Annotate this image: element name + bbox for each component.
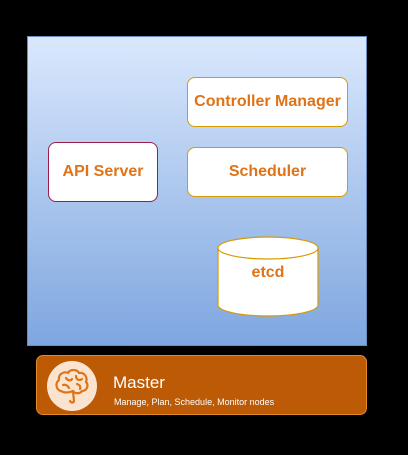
cylinder-shape xyxy=(217,236,319,317)
brain-icon xyxy=(47,361,97,411)
master-title: Master xyxy=(113,373,165,392)
master-subtitle: Manage, Plan, Schedule, Monitor nodes xyxy=(114,397,275,407)
controller-manager-box[interactable]: Controller Manager xyxy=(187,77,348,127)
etcd-cylinder[interactable]: etcd xyxy=(217,236,319,317)
scheduler-box[interactable]: Scheduler xyxy=(187,147,348,197)
master-node-bar[interactable]: Master Manage, Plan, Schedule, Monitor n… xyxy=(36,355,367,415)
api-server-box[interactable]: API Server xyxy=(48,142,158,202)
scheduler-label: Scheduler xyxy=(228,163,307,180)
etcd-label: etcd xyxy=(251,264,285,281)
master-components-panel: API Server Controller Manager Scheduler … xyxy=(27,36,367,346)
controller-manager-label: Controller Manager xyxy=(194,93,341,110)
api-server-label: API Server xyxy=(62,163,144,180)
